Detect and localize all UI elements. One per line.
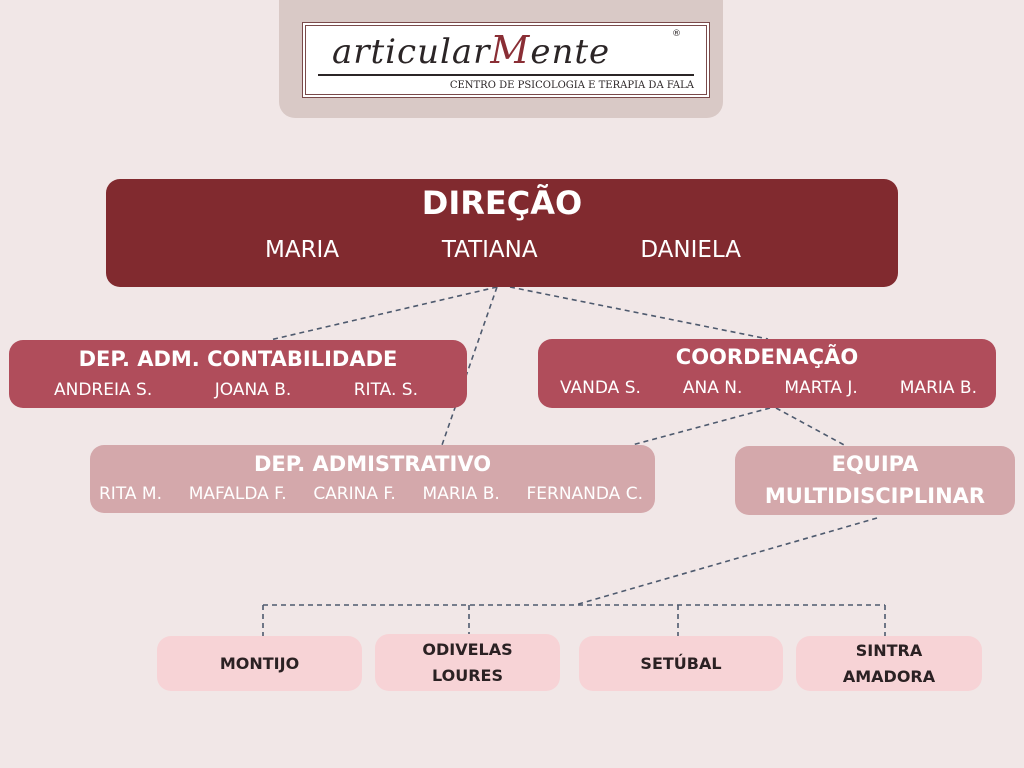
dep-adm-contabilidade-members: ANDREIA S. JOANA B. RITA. S. bbox=[54, 380, 418, 400]
connector-coordenacao-administrativo bbox=[631, 407, 771, 446]
logo-registered-mark: ® bbox=[672, 29, 681, 39]
location-name: SETÚBAL bbox=[640, 653, 722, 673]
dep-administrativo-box bbox=[90, 445, 655, 513]
connector-direcao-administrativo bbox=[441, 286, 498, 446]
connector-coordenacao-equipa bbox=[775, 407, 847, 447]
dep-administrativo-member: MAFALDA F. bbox=[188, 484, 287, 504]
dep-administrativo-member: MARIA B. bbox=[422, 484, 500, 504]
logo-frame bbox=[305, 25, 707, 95]
location-box-montijo: MONTIJO bbox=[157, 636, 362, 691]
location-box-setubal: SETÚBAL bbox=[579, 636, 783, 691]
coordenacao-member: MARTA J. bbox=[784, 378, 858, 398]
direcao-members: MARIA TATIANA DANIELA bbox=[265, 237, 741, 263]
connector-direcao-coordenacao bbox=[509, 286, 769, 340]
direcao-member: MARIA bbox=[265, 237, 340, 263]
coordenacao-box bbox=[538, 339, 996, 408]
location-name-line1: ODIVELAS bbox=[422, 639, 513, 659]
dep-adm-contabilidade-title: DEP. ADM. CONTABILIDADE bbox=[78, 347, 398, 371]
logo-card bbox=[302, 22, 710, 98]
location-box-sintra-amadora: SINTRA AMADORA bbox=[796, 636, 982, 691]
dep-administrativo-member: CARINA F. bbox=[313, 484, 396, 504]
connector-equipa-sites bbox=[574, 517, 878, 606]
location-box-odivelas-loures: ODIVELAS LOURES bbox=[375, 634, 560, 691]
location-name-line1: SINTRA bbox=[855, 640, 923, 660]
location-name-line2: AMADORA bbox=[842, 666, 936, 686]
coordenacao-member: ANA N. bbox=[682, 378, 743, 398]
location-name: MONTIJO bbox=[219, 653, 300, 673]
logo-subtitle: CENTRO DE PSICOLOGIA E TERAPIA DA FALA bbox=[449, 80, 694, 91]
dep-administrativo-title: DEP. ADMISTRATIVO bbox=[253, 452, 492, 476]
logo-hands-mark: M bbox=[490, 28, 531, 72]
coordenacao-members: VANDA S. ANA N. MARTA J. MARIA B. bbox=[560, 378, 977, 398]
dep-adm-contabilidade-member: RITA. S. bbox=[353, 380, 418, 400]
direcao-member: TATIANA bbox=[441, 237, 538, 263]
coordenacao-member: MARIA B. bbox=[899, 378, 977, 398]
dep-adm-contabilidade-member: ANDREIA S. bbox=[54, 380, 153, 400]
dep-administrativo-members: RITA M. MAFALDA F. CARINA F. MARIA B. FE… bbox=[99, 484, 643, 504]
connector-direcao-contabilidade bbox=[269, 286, 498, 341]
coordenacao-title: COORDENAÇÃO bbox=[675, 345, 859, 369]
dep-adm-contabilidade-member: JOANA B. bbox=[214, 380, 292, 400]
dep-adm-contabilidade-box bbox=[9, 340, 467, 408]
logo-wordmark: articularMente bbox=[332, 28, 611, 72]
equipa-title-line1: EQUIPA bbox=[831, 452, 919, 476]
dep-administrativo-member: FERNANDA C. bbox=[526, 484, 643, 504]
equipa-title-line2: MULTIDISCIPLINAR bbox=[764, 484, 986, 508]
coordenacao-member: VANDA S. bbox=[560, 378, 641, 398]
direcao-title: DIREÇÃO bbox=[421, 184, 583, 222]
logo-underline bbox=[318, 74, 694, 76]
direcao-member: DANIELA bbox=[640, 237, 741, 263]
direcao-box bbox=[106, 179, 898, 287]
equipa-multidisciplinar-box bbox=[735, 446, 1015, 515]
location-name-line2: LOURES bbox=[432, 665, 503, 685]
dep-administrativo-member: RITA M. bbox=[99, 484, 162, 504]
